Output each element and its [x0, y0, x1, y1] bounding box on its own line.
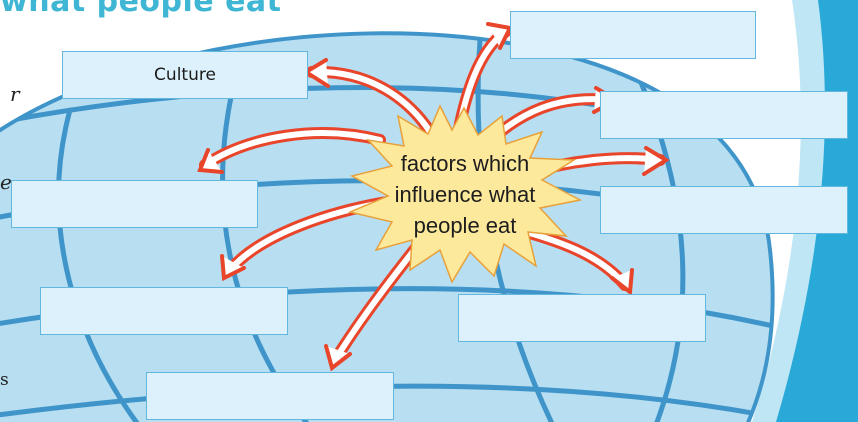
arrow-to-left-middle [197, 127, 386, 174]
factor-box-top-right[interactable] [510, 11, 756, 59]
central-concept-line: people eat [413, 213, 517, 238]
factor-box-bottom-right[interactable] [458, 294, 706, 342]
page-heading: what people eat [0, 0, 282, 19]
central-concept-line: influence what [394, 182, 536, 207]
starburst [347, 104, 583, 284]
factor-box-culture[interactable]: Culture [62, 51, 308, 99]
central-concept-line: factors which [400, 151, 530, 176]
central-concept: factors which influence what people eat [340, 148, 590, 241]
factor-box-left-middle[interactable] [11, 180, 258, 228]
edge-text-r: r [10, 82, 20, 106]
factor-box-right-upper[interactable] [600, 91, 848, 139]
factor-box-left-lower[interactable] [40, 287, 288, 335]
factor-box-right-middle[interactable] [600, 186, 848, 234]
edge-text-s: s [0, 370, 9, 390]
edge-text-e: e [0, 170, 12, 194]
factor-box-bottom-middle[interactable] [146, 372, 394, 420]
